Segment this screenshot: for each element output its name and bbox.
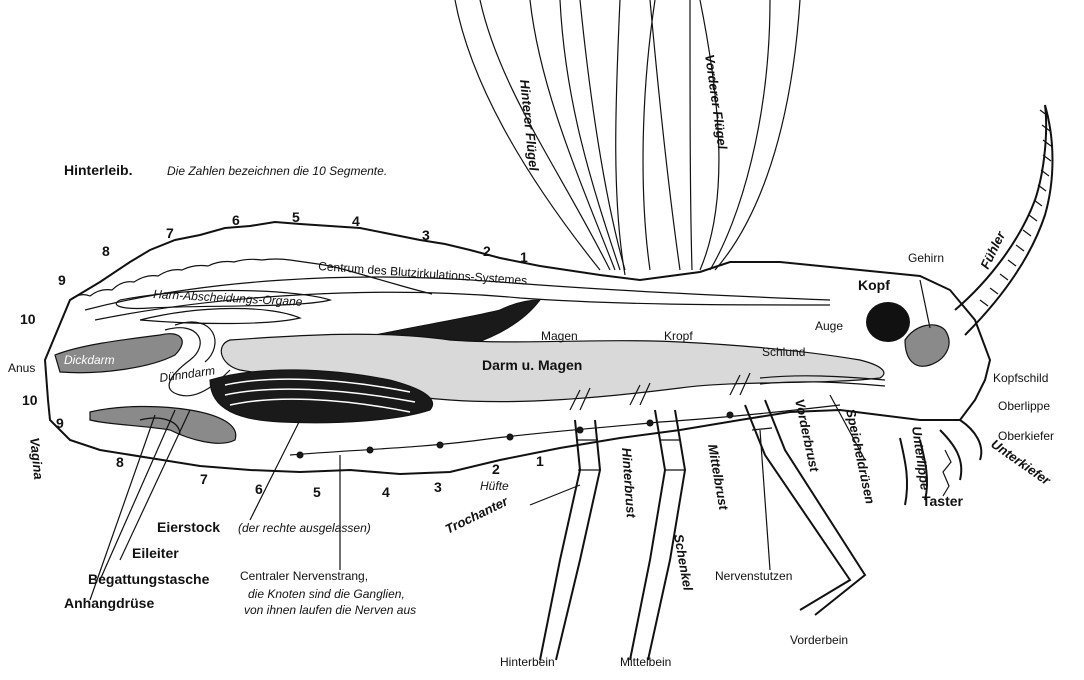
label-palp: Taster [922, 493, 964, 509]
label-anus: Anus [8, 361, 35, 375]
seg-bot-2: 2 [492, 461, 500, 477]
label-thigh: Schenkel [671, 533, 696, 592]
compound-eye [866, 302, 910, 342]
seg-top-9: 9 [58, 272, 66, 288]
seg-top-7: 7 [166, 225, 174, 241]
label-oviduct: Eileiter [132, 545, 179, 561]
label-small-intestine: Dünndarm [158, 363, 215, 385]
seg-bot-5: 5 [313, 484, 321, 500]
label-throat: Schlund [762, 345, 805, 359]
label-nerve-note1: die Knoten sind die Ganglien, [248, 587, 405, 601]
label-colon: Dickdarm [64, 353, 115, 367]
label-nerve-note2: von ihnen laufen die Nerven aus [244, 603, 416, 617]
label-midleg: Mittelbein [620, 655, 671, 669]
caption-heading: Hinterleib. [64, 162, 132, 178]
label-antenna: Fühler [977, 228, 1008, 271]
seg-bot-4: 4 [382, 484, 390, 500]
label-appendage-gland: Anhangdrüse [64, 595, 154, 611]
label-brain: Gehirn [908, 251, 944, 265]
seg-bot-7: 7 [200, 471, 208, 487]
antenna [955, 105, 1053, 335]
label-salivary: Speicheldrüsen [843, 408, 878, 506]
seg-top-1: 1 [520, 249, 528, 265]
label-foreleg: Vorderbein [790, 633, 848, 647]
label-midbreast: Mittelbrust [705, 443, 731, 512]
label-crop: Kropf [664, 329, 693, 343]
wings [455, 0, 800, 275]
label-ovary: Eierstock [157, 519, 220, 535]
seg-top-2: 2 [483, 243, 491, 259]
seg-bot-6: 6 [255, 481, 263, 497]
label-eye: Auge [815, 319, 843, 333]
seg-top-10: 10 [20, 311, 36, 327]
seg-bot-8: 8 [116, 454, 124, 470]
label-trochanter: Trochanter [443, 493, 511, 537]
seg-bot-10: 10 [22, 392, 38, 408]
label-bursa: Begattungstasche [88, 571, 210, 587]
label-lower-jaw: Unterkiefer [988, 436, 1054, 488]
label-hip: Hüfte [480, 479, 509, 493]
label-head-shield: Kopfschild [993, 371, 1048, 385]
caption-note: Die Zahlen bezeichnen die 10 Segmente. [167, 164, 387, 178]
label-vagina: Vagina [27, 437, 46, 480]
label-excretion: Harn-Abscheidungs-Organe [153, 287, 303, 309]
seg-bot-3: 3 [434, 479, 442, 495]
label-gut: Darm u. Magen [482, 357, 582, 373]
label-nerve-cord: Centraler Nervenstrang, [240, 569, 368, 583]
label-upper-jaw: Oberkiefer [998, 429, 1054, 443]
seg-top-8: 8 [102, 243, 110, 259]
label-stomach: Magen [541, 329, 578, 343]
label-hindleg: Hinterbein [500, 655, 555, 669]
front-wing-label: Vorderer Flügel [702, 53, 730, 150]
label-hindbreast: Hinterbrust [619, 447, 639, 519]
seg-bot-9: 9 [56, 415, 64, 431]
hind-leg [540, 420, 600, 660]
seg-top-4: 4 [352, 213, 360, 229]
label-nerve-supports: Nervenstutzen [715, 569, 792, 583]
seg-top-3: 3 [422, 227, 430, 243]
label-forebreast: Vorderbrust [792, 398, 822, 474]
label-ovary-note: (der rechte ausgelassen) [238, 521, 371, 535]
seg-top-5: 5 [292, 209, 300, 225]
seg-bot-1: 1 [536, 453, 544, 469]
brain [905, 325, 949, 366]
label-upper-lip: Oberlippe [998, 399, 1050, 413]
label-lower-lip: Unterlippe [909, 425, 933, 491]
seg-top-6: 6 [232, 212, 240, 228]
label-circulation: Centrum des Blutzirkulations-Systemes [318, 259, 528, 288]
label-head: Kopf [858, 277, 890, 293]
